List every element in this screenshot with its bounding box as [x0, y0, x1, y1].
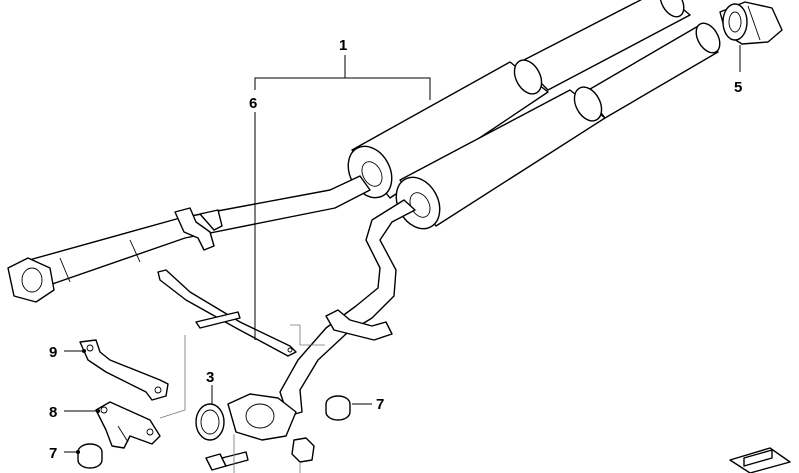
bolt[interactable]: [205, 451, 249, 471]
callout-1: 1: [339, 37, 347, 54]
rubber-mount-part-7-left[interactable]: [77, 443, 103, 469]
callout-7-right: 7: [376, 396, 384, 413]
nut-bottom[interactable]: [291, 437, 315, 463]
front-pipe-right[interactable]: [227, 199, 416, 441]
callout-leaders: [64, 45, 741, 454]
rear-muffler-assembly[interactable]: [340, 0, 725, 236]
support-strap[interactable]: [157, 269, 297, 357]
gasket-ring-part-3[interactable]: [195, 403, 225, 441]
assembly-guides: [159, 324, 325, 473]
callout-6: 6: [249, 95, 257, 112]
callout-8: 8: [49, 404, 57, 421]
rubber-mount-part-7-right[interactable]: [325, 395, 351, 421]
pipe-clamp-part-5[interactable]: [719, 1, 783, 45]
catalog-corner-icon: [729, 447, 791, 473]
callout-3: 3: [206, 369, 214, 386]
front-pipe-left[interactable]: [7, 175, 371, 303]
callout-5: 5: [734, 79, 742, 96]
callout-7-left: 7: [49, 445, 57, 462]
hanger-part-8[interactable]: [95, 401, 161, 449]
callout-9: 9: [49, 344, 57, 361]
bracket-part-9[interactable]: [79, 339, 169, 401]
